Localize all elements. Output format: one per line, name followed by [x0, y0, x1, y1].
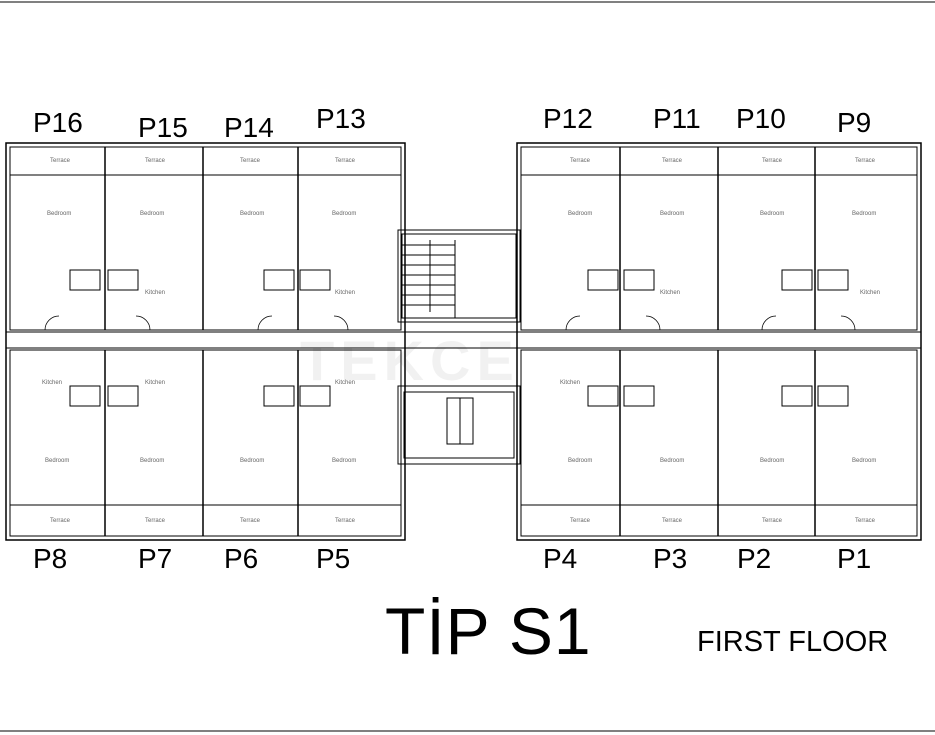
unit-label-p10: P10	[736, 103, 786, 134]
unit-label-p14: P14	[224, 112, 274, 143]
terrace-label: Terrace	[50, 518, 71, 524]
kitchen-label: Kitchen	[860, 290, 880, 296]
terrace-label: Terrace	[762, 518, 783, 524]
kitchen-label: Kitchen	[145, 290, 165, 296]
bedroom-label: Bedroom	[47, 211, 71, 217]
terrace-label: Terrace	[50, 158, 71, 164]
terrace-label: Terrace	[570, 518, 591, 524]
terrace-label: Terrace	[335, 158, 356, 164]
unit-label-p3: P3	[653, 543, 688, 574]
unit-label-p8: P8	[33, 543, 68, 574]
terrace-label: Terrace	[662, 518, 683, 524]
unit-label-p6: P6	[224, 543, 259, 574]
unit-label-p1: P1	[837, 543, 872, 574]
bedroom-label: Bedroom	[852, 211, 876, 217]
terrace-label: Terrace	[335, 518, 356, 524]
unit-label-p7: P7	[138, 543, 173, 574]
bedroom-label: Bedroom	[332, 458, 356, 464]
kitchen-label: Kitchen	[145, 380, 165, 386]
corridor	[6, 331, 921, 349]
terrace-label: Terrace	[145, 518, 166, 524]
unit-label-p2: P2	[737, 543, 772, 574]
bedroom-label: Bedroom	[852, 458, 876, 464]
bedroom-label: Bedroom	[760, 458, 784, 464]
terrace-label: Terrace	[855, 518, 876, 524]
fixtures	[69, 269, 849, 407]
door-swings	[44, 315, 856, 331]
stair-core	[397, 229, 521, 323]
bedroom-label: Bedroom	[240, 211, 264, 217]
plan-subtitle: FIRST FLOOR	[697, 626, 889, 658]
bedroom-label: Bedroom	[660, 458, 684, 464]
bedroom-label: Bedroom	[332, 211, 356, 217]
terrace-label: Terrace	[240, 518, 261, 524]
unit-label-p16: P16	[33, 107, 83, 138]
bedroom-label: Bedroom	[45, 458, 69, 464]
kitchen-label: Kitchen	[42, 380, 62, 386]
unit-label-p12: P12	[543, 103, 593, 134]
terrace-label: Terrace	[240, 158, 261, 164]
room-labels: Terrace Terrace Terrace Terrace Terrace …	[42, 158, 880, 524]
bedroom-label: Bedroom	[568, 211, 592, 217]
unit-label-p5: P5	[316, 543, 351, 574]
kitchen-label: Kitchen	[335, 380, 355, 386]
right-block	[516, 142, 922, 541]
terrace-label: Terrace	[762, 158, 783, 164]
plan-title: TİP S1	[385, 594, 592, 668]
bedroom-label: Bedroom	[760, 211, 784, 217]
bedroom-label: Bedroom	[140, 211, 164, 217]
kitchen-label: Kitchen	[660, 290, 680, 296]
terrace-label: Terrace	[570, 158, 591, 164]
bedroom-label: Bedroom	[568, 458, 592, 464]
bedroom-label: Bedroom	[240, 458, 264, 464]
unit-label-p11: P11	[653, 103, 701, 134]
terrace-label: Terrace	[145, 158, 166, 164]
unit-label-p4: P4	[543, 543, 578, 574]
unit-label-p15: P15	[138, 112, 188, 143]
watermark: TEKCE	[300, 329, 520, 392]
bedroom-label: Bedroom	[140, 458, 164, 464]
unit-label-p9: P9	[837, 107, 872, 138]
bedroom-label: Bedroom	[660, 211, 684, 217]
unit-label-p13: P13	[316, 103, 366, 134]
terrace-label: Terrace	[855, 158, 876, 164]
kitchen-label: Kitchen	[335, 290, 355, 296]
kitchen-label: Kitchen	[560, 380, 580, 386]
left-block	[5, 142, 406, 541]
lobby-core	[397, 385, 521, 465]
terrace-label: Terrace	[662, 158, 683, 164]
